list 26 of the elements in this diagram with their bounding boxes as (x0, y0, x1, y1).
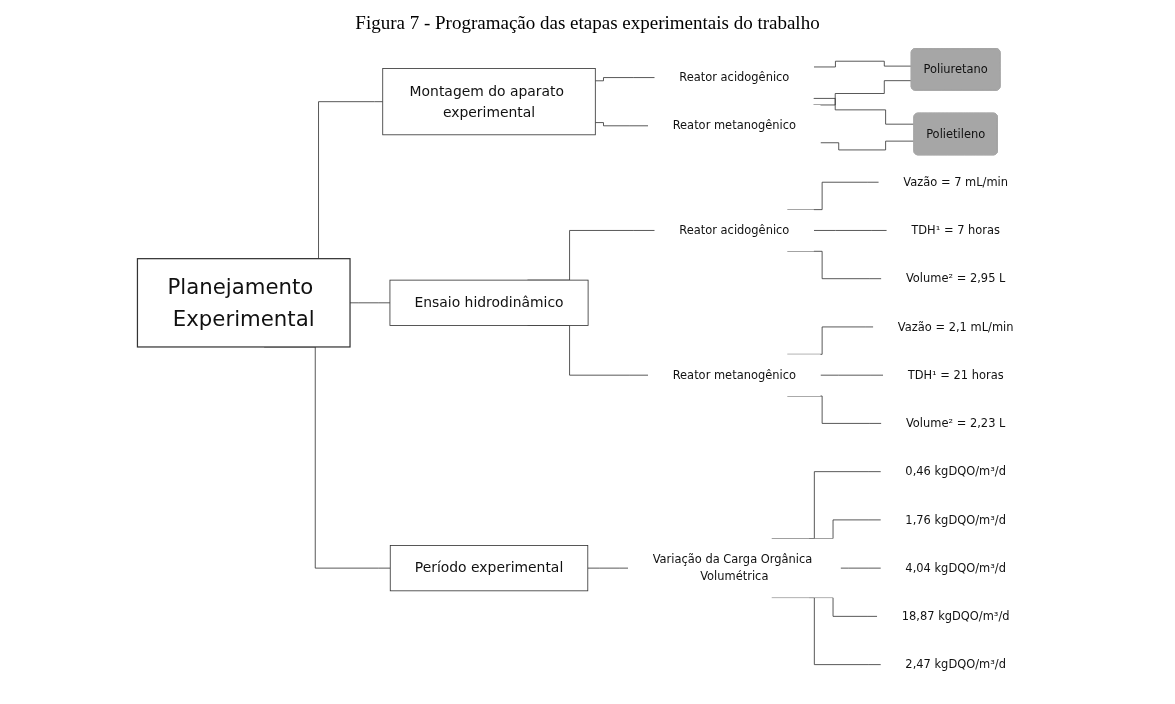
node-text: Vazão = 2,1 mL/min (897, 319, 1014, 334)
connector (812, 98, 915, 125)
node-text: Vazão = 7 mL/min (903, 175, 1008, 189)
connector (594, 122, 649, 127)
node-text: TDH¹ = 7 horas (911, 223, 1000, 237)
node-text: Reator metanogênico (672, 118, 796, 132)
node-text: Volume² = 2,23 L (905, 416, 1006, 430)
node-box: Ensaio hidrodinâmico (389, 279, 589, 326)
connector (813, 230, 887, 231)
node-text: 18,87 kgDQO/m³/d (901, 609, 1010, 623)
node-box: Período experimental (389, 545, 588, 592)
node-text: 2,47 kgDQO/m³/d (905, 657, 1006, 671)
node-text: 0,46 kgDQO/m³/d (905, 464, 1006, 478)
node-box: Planejamento Experimental (136, 258, 351, 348)
connector (349, 302, 391, 304)
node-text: 1,76 kgDQO/m³/d (905, 512, 1006, 527)
connector (819, 140, 915, 151)
node-box: Montagem do aparato experimental (382, 68, 596, 136)
node-text: 4,04 kgDQO/m³/d (905, 561, 1006, 575)
connector (813, 60, 912, 68)
connector (594, 77, 655, 82)
node-text: Volume² = 2,95 L (905, 271, 1006, 285)
node-text: TDH¹ = 21 horas (907, 368, 1004, 382)
connector (587, 567, 629, 569)
node-text: Reator acidogênico (679, 70, 790, 84)
figure-title: Figura 7 - Programação das etapas experimentais do trabalho (354, 11, 821, 35)
